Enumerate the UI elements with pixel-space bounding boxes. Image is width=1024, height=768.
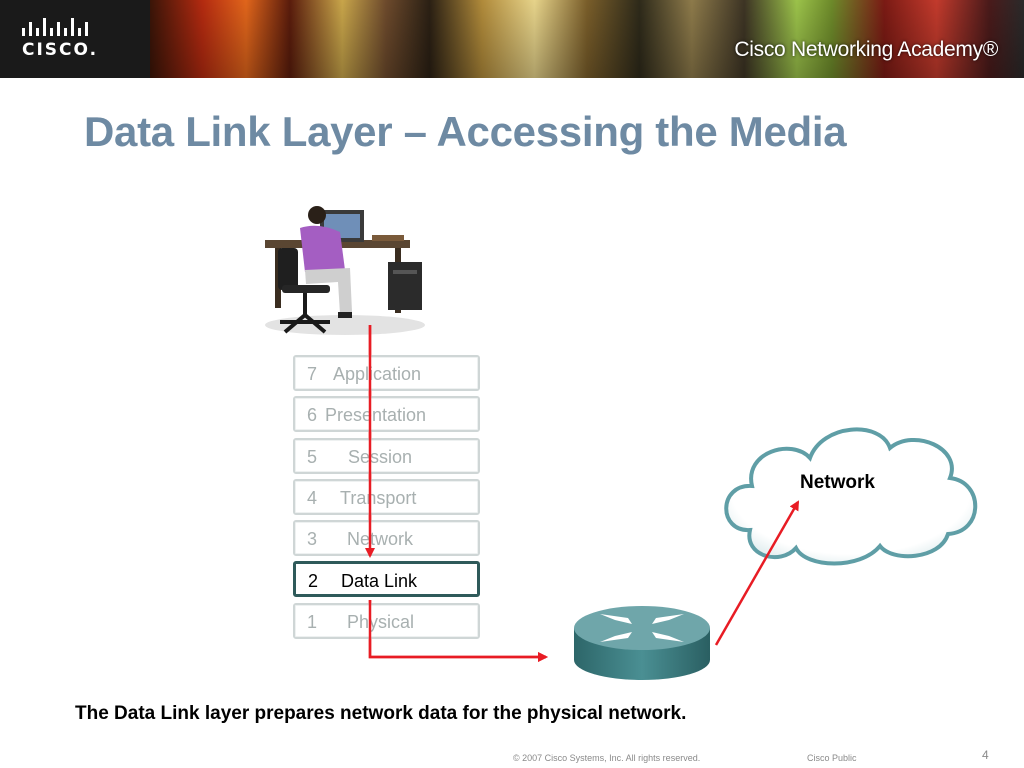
layer-number: 2 <box>308 571 319 591</box>
academy-title: Cisco Networking Academy® <box>734 38 998 61</box>
network-cloud-label: Network <box>800 472 875 493</box>
cisco-wordmark: CISCO. <box>22 40 99 60</box>
layer-name: Application <box>333 364 422 384</box>
footer-classification: Cisco Public <box>807 753 857 763</box>
layer-number: 4 <box>307 488 318 508</box>
layer-name: Data Link <box>341 571 418 591</box>
osi-layer-network: 3 Network <box>293 520 480 556</box>
layer-number: 6 <box>307 405 318 425</box>
osi-layer-physical: 1 Physical <box>293 603 480 639</box>
osi-layer-application: 7 Application <box>293 355 480 391</box>
layer-name: Presentation <box>325 405 427 425</box>
layer-number: 7 <box>307 364 318 384</box>
osi-layer-presentation: 6 Presentation <box>293 396 480 432</box>
layer-name: Physical <box>347 612 415 632</box>
slide-caption: The Data Link layer prepares network dat… <box>75 703 687 724</box>
router-icon <box>574 606 710 680</box>
footer-copyright: © 2007 Cisco Systems, Inc. All rights re… <box>513 753 701 763</box>
network-cloud-icon <box>724 427 978 566</box>
page-number: 4 <box>982 748 989 762</box>
osi-layer-session: 5 Session <box>293 438 480 474</box>
banner-photo-strip <box>150 0 1024 78</box>
layer-name: Session <box>348 447 413 467</box>
arrow-router-to-cloud <box>714 500 800 646</box>
user-at-workstation-icon <box>265 206 425 335</box>
layer-number: 1 <box>307 612 318 632</box>
slide-title: Data Link Layer – Accessing the Media <box>84 108 847 155</box>
layer-number: 5 <box>307 447 318 467</box>
osi-layer-data-link: 2 Data Link <box>293 561 480 597</box>
layer-name: Transport <box>340 488 417 508</box>
osi-layer-transport: 4 Transport <box>293 479 480 515</box>
cisco-bridge-logo-icon <box>22 18 88 36</box>
header-banner: CISCO. Cisco Networking Academy® <box>0 0 1024 78</box>
layer-name: Network <box>347 529 414 549</box>
layer-number: 3 <box>307 529 318 549</box>
